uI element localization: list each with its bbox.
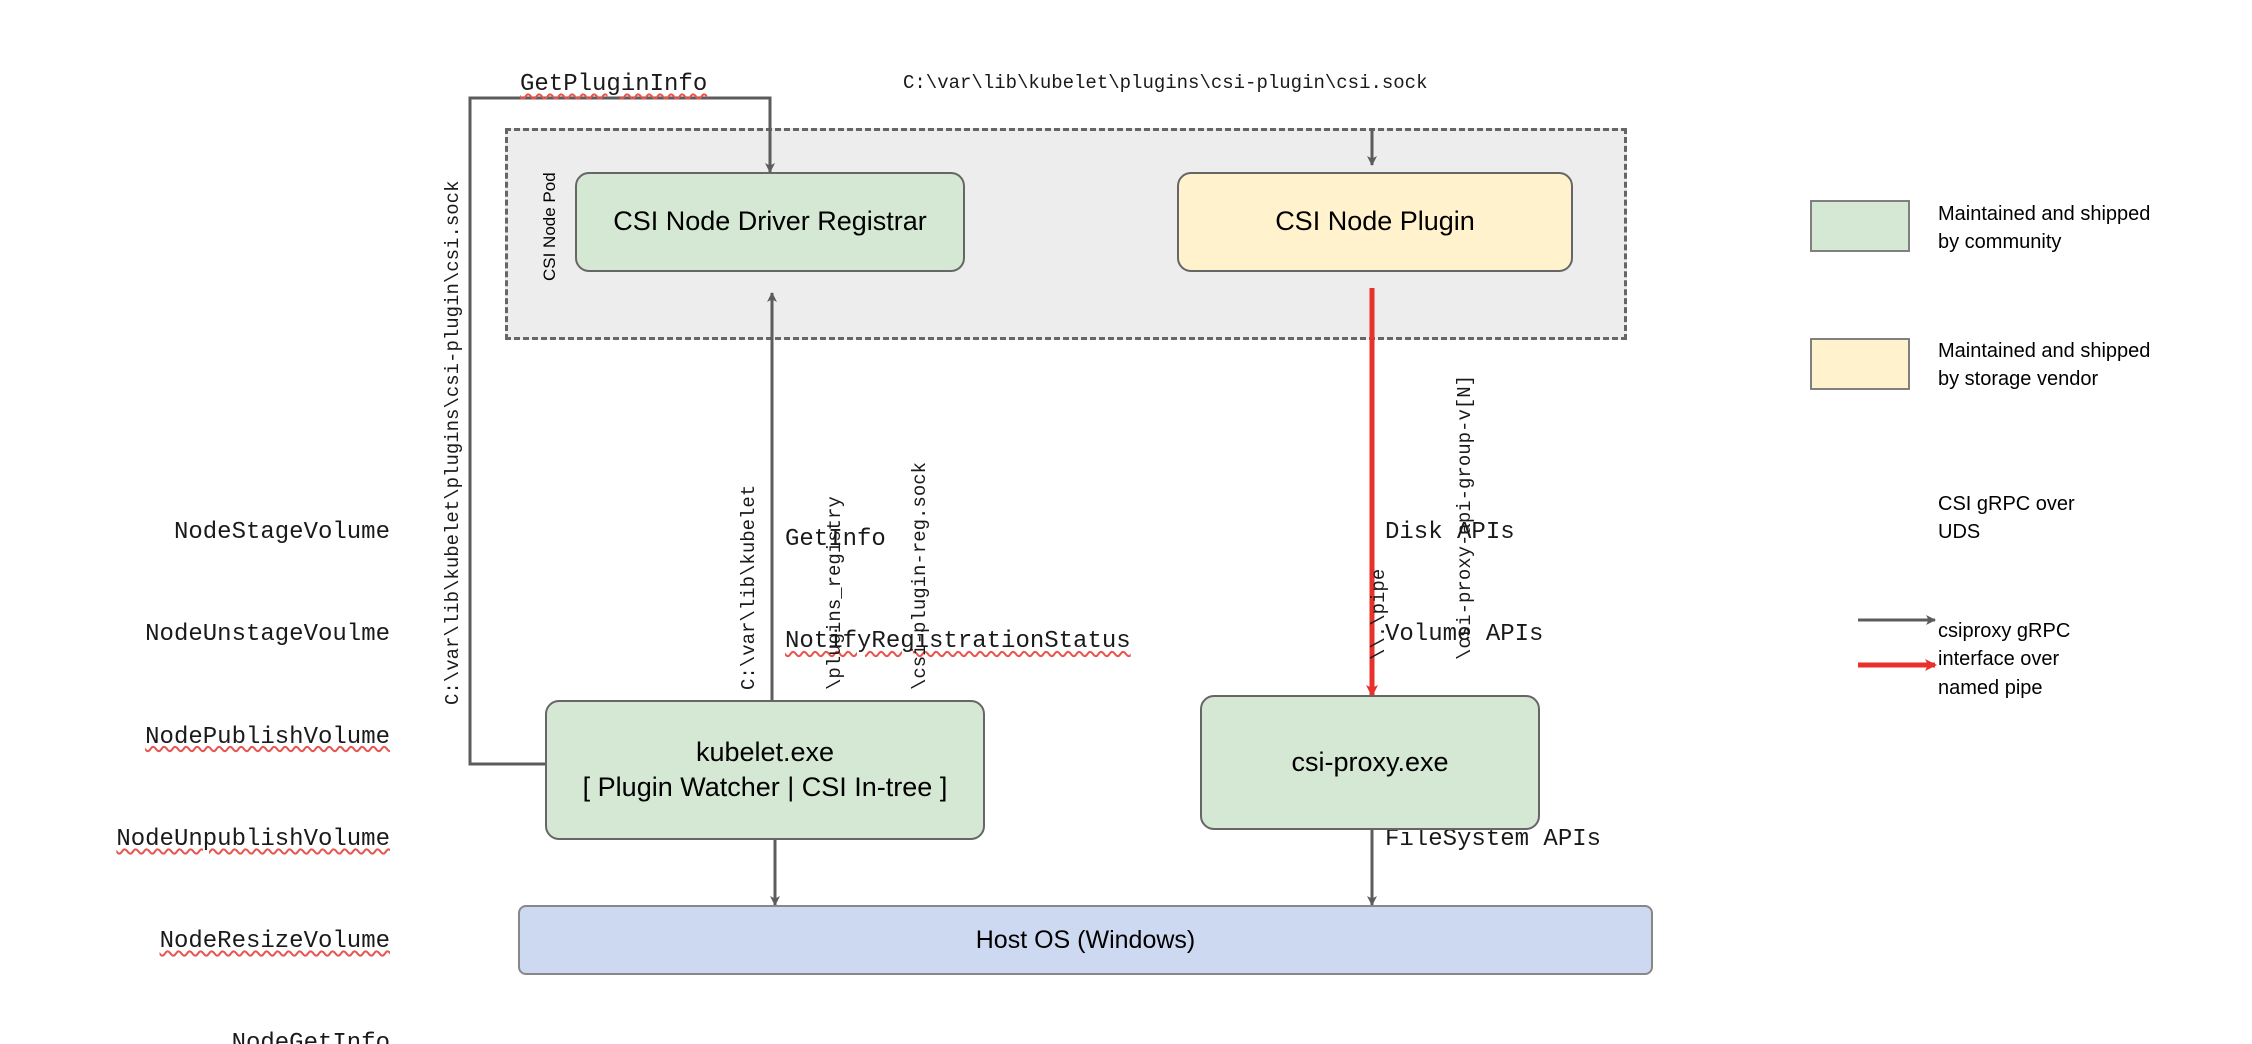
label-registration-calls: GetInfo NotifyRegistrationStatus	[785, 455, 1131, 728]
node-api-item: NodeResizeVolume	[159, 928, 390, 956]
legend-label-community: Maintained and shipped by community	[1938, 203, 2151, 254]
node-api-item: NodeGetInfo	[231, 1030, 390, 1044]
label-get-info: GetInfo	[785, 526, 886, 554]
box-kubelet-exe[interactable]: kubelet.exe [ Plugin Watcher | CSI In-tr…	[545, 700, 985, 840]
legend-label-csiproxy-grpc: csiproxy gRPC interface over named pipe	[1938, 620, 2071, 699]
proxy-api-item: Volume APIs	[1385, 621, 1544, 649]
box-host-os[interactable]: Host OS (Windows)	[518, 905, 1653, 975]
proxy-api-item: FileSystem APIs	[1385, 825, 1602, 853]
legend-swatch-vendor	[1810, 338, 1910, 390]
label-csi-sock-path-top: C:\var\lib\kubelet\plugins\csi-plugin\cs…	[903, 72, 1428, 94]
box-csi-proxy-exe[interactable]: csi-proxy.exe	[1200, 695, 1540, 830]
label-named-pipe-path: \\.\pipe \csi-proxy-api-group-v[N]	[1308, 375, 1536, 660]
box-csi-proxy-exe-label: csi-proxy.exe	[1291, 746, 1449, 777]
label-get-plugin-info: GetPluginInfo	[520, 71, 708, 98]
node-api-item: NodeUnstageVoulme	[145, 621, 390, 649]
node-api-item: NodePublishVolume	[145, 723, 390, 751]
label-plugins-registry-path: C:\var\lib\kubelet \plugins_registry \cs…	[678, 462, 992, 690]
box-csi-node-plugin[interactable]: CSI Node Plugin	[1177, 172, 1573, 272]
label-notify-registration-status: NotifyRegistrationStatus	[785, 628, 1131, 656]
box-csi-node-driver-registrar[interactable]: CSI Node Driver Registrar	[575, 172, 965, 272]
box-kubelet-exe-sublabel: [ Plugin Watcher | CSI In-tree ]	[582, 772, 948, 802]
box-csi-node-plugin-label: CSI Node Plugin	[1275, 206, 1475, 237]
node-api-item: NodeUnpublishVolume	[116, 825, 390, 853]
label-pipe-line-2: \csi-proxy-api-group-v[N]	[1453, 374, 1476, 660]
box-host-os-label: Host OS (Windows)	[975, 925, 1196, 954]
node-api-item: NodeStageVolume	[173, 519, 390, 547]
label-registry-path-line-1: C:\var\lib\kubelet	[738, 484, 760, 690]
csi-node-pod-label: CSI Node Pod	[540, 172, 559, 281]
label-registry-path-line-3: \csi-plugin-reg.sock	[909, 461, 931, 690]
legend-label-vendor: Maintained and shipped by storage vendor	[1938, 340, 2151, 391]
node-api-list: NodeStageVolume NodeUnstageVoulme NodePu…	[100, 448, 390, 1044]
label-csi-sock-path-left: C:\var\lib\kubelet\plugins\csi-plugin\cs…	[442, 180, 464, 706]
box-kubelet-exe-label: kubelet.exe	[695, 736, 835, 767]
box-csi-node-driver-registrar-label: CSI Node Driver Registrar	[613, 206, 927, 237]
legend-label-csi-grpc: CSI gRPC over UDS	[1938, 493, 2075, 544]
proxy-api-item: Disk APIs	[1385, 519, 1515, 547]
label-pipe-line-1: \\.\pipe	[1368, 568, 1390, 660]
label-registry-path-line-2: \plugins_registry	[823, 496, 846, 690]
legend-swatch-community	[1810, 200, 1910, 252]
